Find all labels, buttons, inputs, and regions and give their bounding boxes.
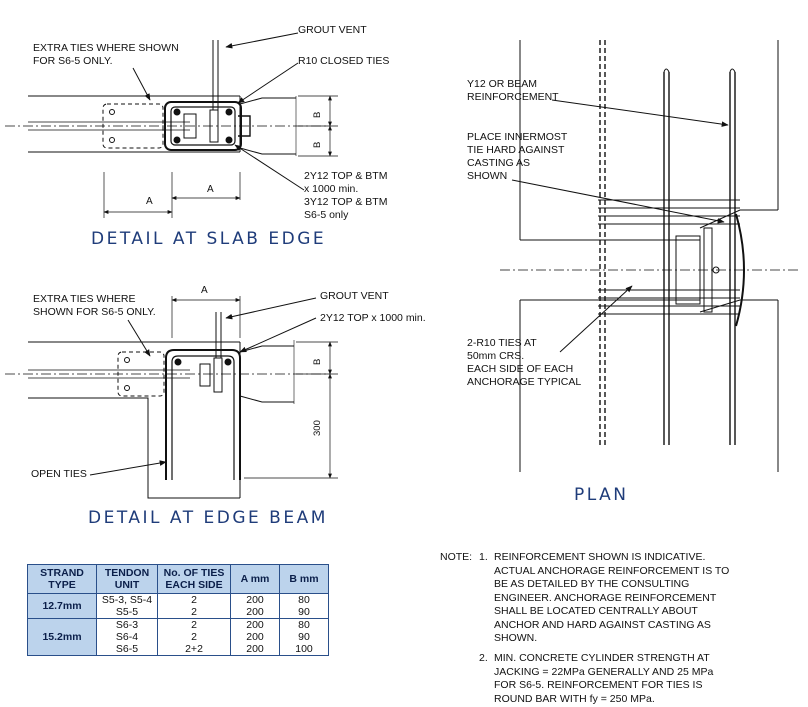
b-cell: 80 — [279, 593, 329, 606]
header-tendon-unit: TENDON UNIT — [96, 564, 158, 594]
a-cell: 200 — [230, 593, 280, 606]
b-cell: 100 — [279, 643, 329, 656]
slab-edge-detail — [5, 32, 338, 218]
beam-dim-300: 300 — [312, 420, 323, 436]
b-cell: 90 — [279, 606, 329, 619]
ties-cell: 2 — [157, 631, 231, 643]
header-ties-each-side: No. OF TIES EACH SIDE — [157, 564, 231, 594]
anchorage-ties-table: STRAND TYPE TENDON UNIT No. OF TIES EACH… — [27, 564, 329, 656]
slab-closed-ties-label: R10 CLOSED TIES — [298, 55, 390, 67]
beam-dim-a: A — [201, 285, 208, 296]
beam-dim-b: B — [312, 358, 323, 365]
table-row: 12.7mm S5-3, S5-4 2 200 80 — [27, 593, 329, 619]
ties-cell: 2 — [157, 618, 231, 631]
tendon-unit-cell: S6-3 — [96, 618, 158, 631]
tendon-unit-cell: S6-4 — [96, 631, 158, 643]
plan-detail — [500, 40, 800, 472]
plan-beam-reinf-label: Y12 OR BEAM REINFORCEMENT — [467, 78, 559, 103]
table-row: S6-4 2 200 90 — [28, 631, 329, 643]
slab-dim-b-1: B — [312, 111, 323, 118]
beam-grout-vent-label: GROUT VENT — [320, 290, 389, 302]
slab-dim-a-2: A — [207, 184, 214, 195]
slab-dim-a-1: A — [146, 196, 153, 207]
slab-edge-title: DETAIL AT SLAB EDGE — [91, 229, 327, 249]
edge-beam-detail — [5, 296, 338, 499]
slab-extra-ties-label: EXTRA TIES WHERE SHOWN FOR S6-5 ONLY. — [33, 42, 179, 67]
b-cell: 80 — [279, 618, 329, 631]
table-row: 15.2mm S6-3 2 200 80 — [27, 618, 329, 656]
edge-beam-title: DETAIL AT EDGE BEAM — [88, 508, 328, 528]
header-strand-type: STRAND TYPE — [27, 564, 97, 594]
plan-innermost-label: PLACE INNERMOST TIE HARD AGAINST CASTING… — [467, 131, 568, 182]
table-row: S6-5 2+2 200 100 — [28, 643, 329, 656]
slab-grout-vent-label: GROUT VENT — [298, 24, 367, 36]
notes-label: NOTE: — [440, 551, 473, 563]
plan-title: PLAN — [574, 485, 629, 505]
strand-type-cell: 15.2mm — [27, 618, 97, 656]
beam-bars-label: 2Y12 TOP x 1000 min. — [320, 312, 426, 324]
header-a-mm: A mm — [230, 564, 280, 594]
ties-cell: 2+2 — [157, 643, 231, 656]
slab-dim-b-2: B — [312, 141, 323, 148]
tendon-unit-cell: S5-3, S5-4 — [96, 593, 158, 606]
beam-open-ties-label: OPEN TIES — [31, 468, 87, 480]
note-1-number: 1. — [479, 551, 488, 563]
slab-bars-label: 2Y12 TOP & BTM x 1000 min. 3Y12 TOP & BT… — [304, 170, 388, 221]
tendon-unit-cell: S6-5 — [96, 643, 158, 656]
plan-ties-label: 2-R10 TIES AT 50mm CRS. EACH SIDE OF EAC… — [467, 337, 582, 388]
a-cell: 200 — [230, 631, 280, 643]
a-cell: 200 — [230, 618, 280, 631]
ties-cell: 2 — [157, 606, 231, 619]
a-cell: 200 — [230, 643, 280, 656]
b-cell: 90 — [279, 631, 329, 643]
note-1-text: REINFORCEMENT SHOWN IS INDICATIVE. ACTUA… — [494, 551, 730, 644]
header-b-mm: B mm — [279, 564, 329, 594]
a-cell: 200 — [230, 606, 280, 619]
beam-extra-ties-label: EXTRA TIES WHERE SHOWN FOR S6-5 ONLY. — [33, 293, 156, 318]
strand-type-cell: 12.7mm — [27, 593, 97, 619]
note-2-number: 2. — [479, 652, 488, 664]
note-2-text: MIN. CONCRETE CYLINDER STRENGTH AT JACKI… — [494, 652, 714, 705]
ties-cell: 2 — [157, 593, 231, 606]
tendon-unit-cell: S5-5 — [96, 606, 158, 619]
table-row: S5-5 2 200 90 — [28, 606, 329, 619]
